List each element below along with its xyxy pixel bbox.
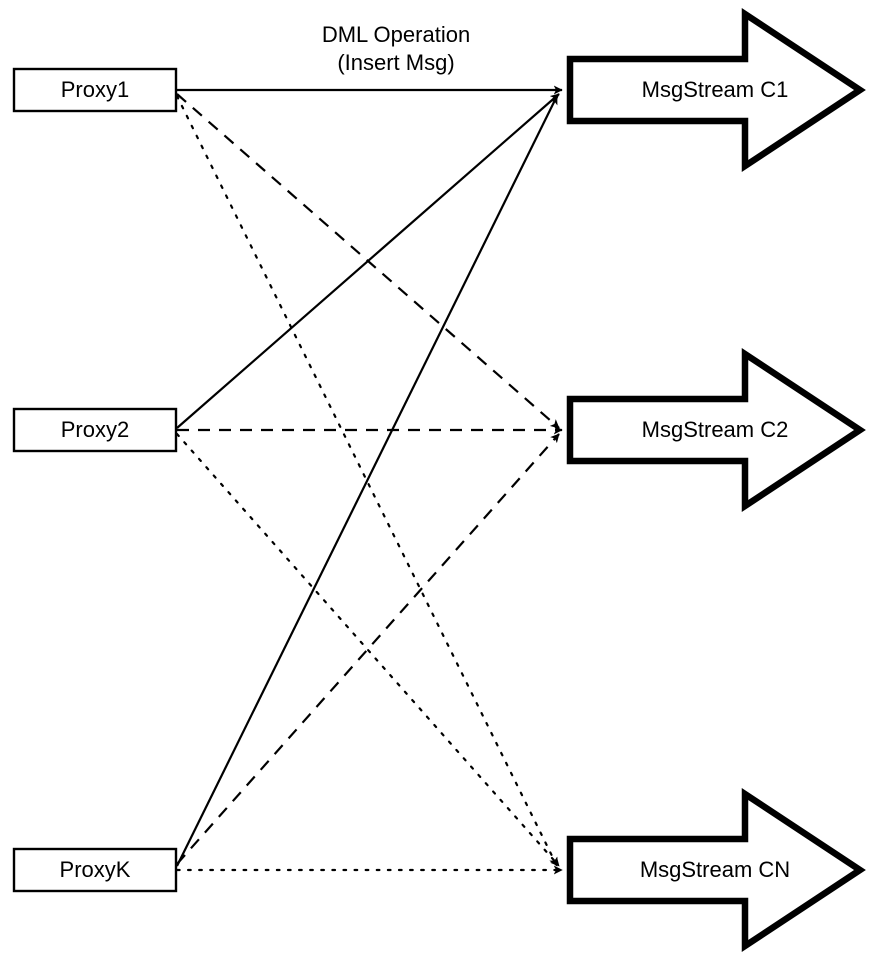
edge-proxyk-to-stream_c1 [176,95,558,867]
proxy-label: Proxy2 [61,417,129,442]
msgstream-label: MsgStream CN [640,857,790,882]
proxy-node-proxy2[interactable]: Proxy2 [12,407,178,453]
edge-proxyk-to-stream_c2 [176,433,560,865]
proxy-box-rect [12,407,178,453]
msgstream-node-msgstream-cn[interactable]: MsgStream CN [566,787,866,953]
msgstream-label: MsgStream C2 [642,417,789,442]
proxy-box-rect [12,67,178,113]
msgstream-arrow-shape [566,787,866,953]
proxy-label: Proxy1 [61,77,129,102]
proxy-box-rect [12,847,178,893]
msgstream-nodes-layer: MsgStream C1 MsgStream C2 MsgStream CN [566,7,866,953]
edge-proxy2-to-stream_c1 [176,93,560,429]
edges-layer [175,85,564,875]
msgstream-label: MsgStream C1 [642,77,789,102]
edge-caption-line2: (Insert Msg) [337,50,454,75]
edge-caption: DML Operation (Insert Msg) [322,22,470,75]
edge-caption-line1: DML Operation [322,22,470,47]
msgstream-node-msgstream-c2[interactable]: MsgStream C2 [566,347,866,513]
msgstream-arrow-shape [566,7,866,173]
proxy-node-proxy1[interactable]: Proxy1 [12,67,178,113]
edge-proxy2-to-stream_cn [175,432,561,868]
msgstream-arrow-shape [566,347,866,513]
proxy-label: ProxyK [60,857,131,882]
msgstream-node-msgstream-c1[interactable]: MsgStream C1 [566,7,866,173]
proxy-node-proxyk[interactable]: ProxyK [12,847,178,893]
